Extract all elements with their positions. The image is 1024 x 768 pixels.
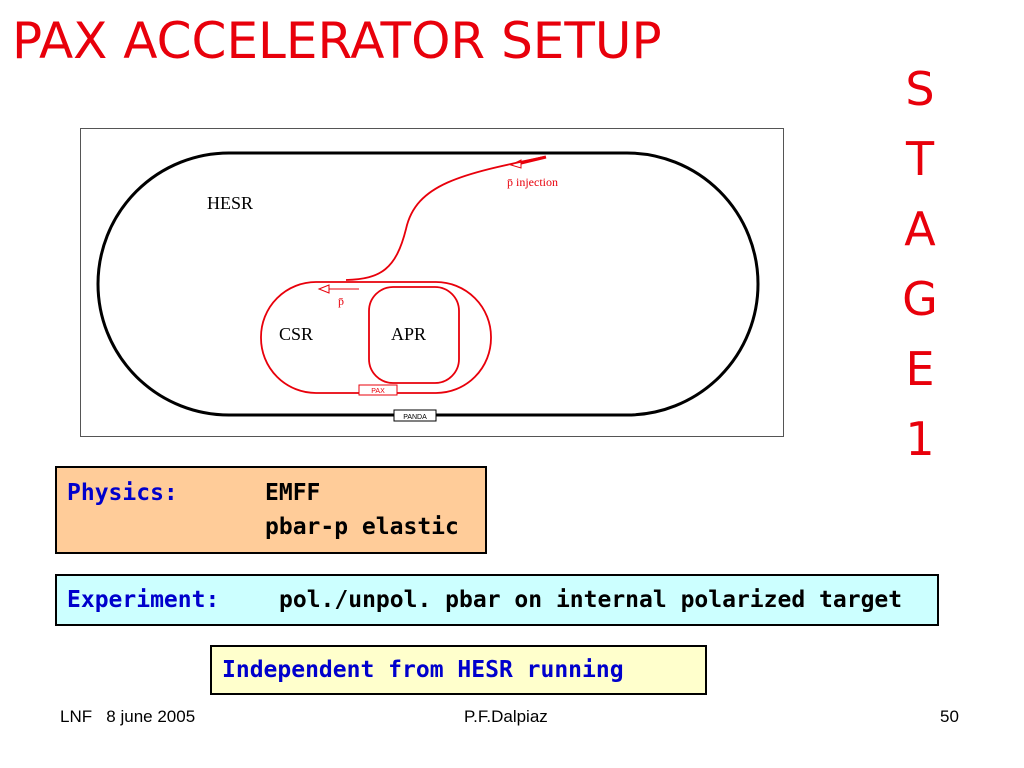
stage-letter: T [905, 132, 935, 186]
experiment-box: Experiment: pol./unpol. pbar on internal… [55, 574, 939, 626]
panda-box [393, 409, 437, 422]
stage-label: S T A G E 1 [890, 54, 950, 474]
accelerator-layout-svg: HESR CSR APR p̄ injection p̄ PAX PANDA [96, 151, 760, 422]
page-number: 50 [940, 707, 959, 726]
slide-title: PAX ACCELERATOR SETUP [12, 12, 662, 70]
stage-letter: E [905, 342, 935, 396]
independent-box: Independent from HESR running [210, 645, 707, 695]
physics-item: EMFF [265, 480, 321, 506]
physics-label: Physics: [67, 480, 178, 506]
stage-letter: G [902, 272, 938, 326]
experiment-label: Experiment: [67, 587, 220, 613]
pbar-label: p̄ [338, 294, 344, 308]
stage-letter: S [905, 62, 935, 116]
injection-arrowhead-icon [509, 159, 522, 169]
pax-box [358, 384, 398, 396]
physics-box: Physics: EMFF pbar-p elastic [55, 466, 487, 554]
hesr-ring [96, 151, 760, 417]
footer-date: LNF 8 june 2005 [60, 707, 196, 726]
injection-line [345, 156, 545, 281]
stage-letter: A [904, 202, 936, 256]
injection-label: p̄ injection [507, 175, 558, 189]
hesr-label: HESR [207, 193, 253, 213]
injection-arrow [520, 155, 547, 165]
pax-label: PAX [371, 388, 385, 395]
physics-item: pbar-p elastic [265, 514, 459, 540]
panda-label: PANDA [403, 414, 427, 421]
accelerator-diagram: HESR CSR APR p̄ injection p̄ PAX PANDA [80, 128, 784, 437]
csr-label: CSR [279, 324, 313, 344]
pbar-arrowhead-icon [317, 284, 330, 294]
apr-label: APR [391, 324, 426, 344]
stage-number: 1 [905, 412, 935, 466]
independent-text: Independent from HESR running [222, 657, 624, 683]
apr-ring [368, 286, 460, 384]
experiment-value: pol./unpol. pbar on internal polarized t… [279, 587, 903, 613]
footer-author: P.F.Dalpiaz [464, 707, 548, 726]
